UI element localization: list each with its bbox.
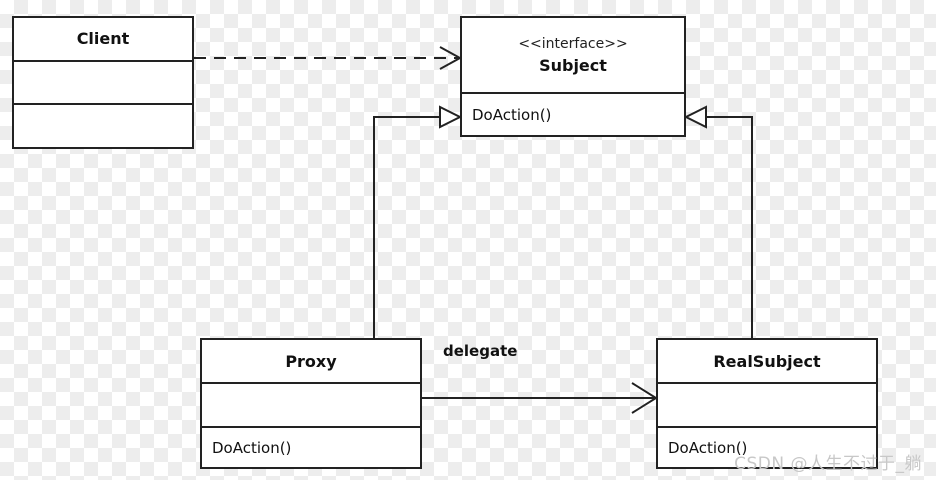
realsubject-subject-realization-line: [706, 116, 753, 338]
proxy-attributes-compartment: [202, 382, 420, 426]
realsubject-attributes-compartment: [658, 382, 876, 426]
subject-interface[interactable]: <<interface>> Subject DoAction(): [460, 16, 686, 137]
client-class-name: Client: [76, 29, 130, 49]
delegate-label: delegate: [443, 342, 518, 360]
realsubject-name-compartment: RealSubject: [658, 340, 876, 382]
subject-name-compartment: <<interface>> Subject: [462, 18, 684, 92]
subject-stereotype: <<interface>>: [518, 35, 628, 52]
client-name-compartment: Client: [14, 18, 192, 60]
proxy-subject-hollow-triangle: [439, 105, 463, 129]
proxy-operations-compartment: DoAction(): [202, 426, 420, 467]
subject-operation: DoAction(): [472, 105, 552, 124]
realsubject-subject-hollow-triangle: [683, 105, 707, 129]
proxy-name-compartment: Proxy: [202, 340, 420, 382]
proxy-class-name: Proxy: [285, 351, 337, 371]
proxy-class[interactable]: Proxy DoAction(): [200, 338, 422, 469]
realsubject-operations-compartment: DoAction(): [658, 426, 876, 467]
watermark: CSDN @人生不过于_躺: [734, 454, 922, 474]
proxy-subject-realization-line: [373, 116, 440, 338]
proxy-operation: DoAction(): [212, 438, 292, 457]
client-attributes-compartment: [14, 59, 192, 104]
client-operations-compartment: [14, 103, 192, 147]
subject-operations-compartment: DoAction(): [462, 92, 684, 135]
realsubject-class[interactable]: RealSubject DoAction(): [656, 338, 878, 469]
client-class[interactable]: Client: [12, 16, 194, 149]
realsubject-operation: DoAction(): [668, 438, 748, 457]
subject-class-name: Subject: [539, 55, 607, 75]
realsubject-class-name: RealSubject: [713, 351, 821, 371]
